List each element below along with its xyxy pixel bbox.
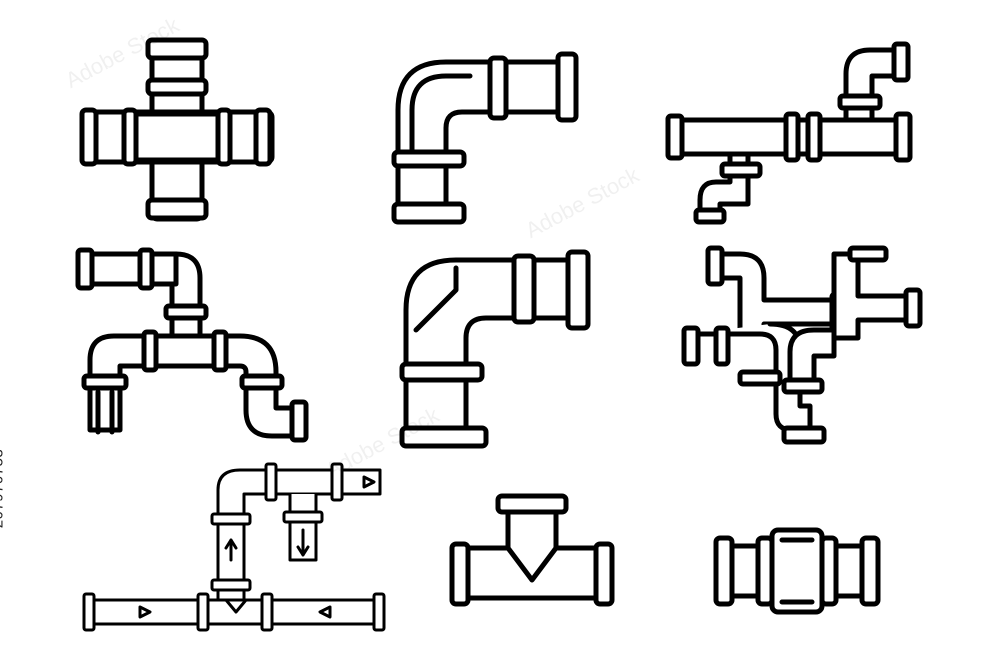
tee-fitting-icon: [449, 493, 615, 607]
stock-id-text: 207970753: [0, 448, 7, 529]
large-elbow-icon: [399, 249, 591, 449]
elbow-90-icon: [391, 51, 579, 225]
pipe-assembly-icon: [665, 41, 913, 225]
pipe-coupling-icon: [713, 527, 881, 615]
flow-pipeline-icon: [82, 462, 386, 632]
pipe-network-icon: [75, 247, 309, 443]
cross-fitting-icon: [79, 37, 275, 222]
pipe-manifold-icon: [681, 245, 923, 445]
